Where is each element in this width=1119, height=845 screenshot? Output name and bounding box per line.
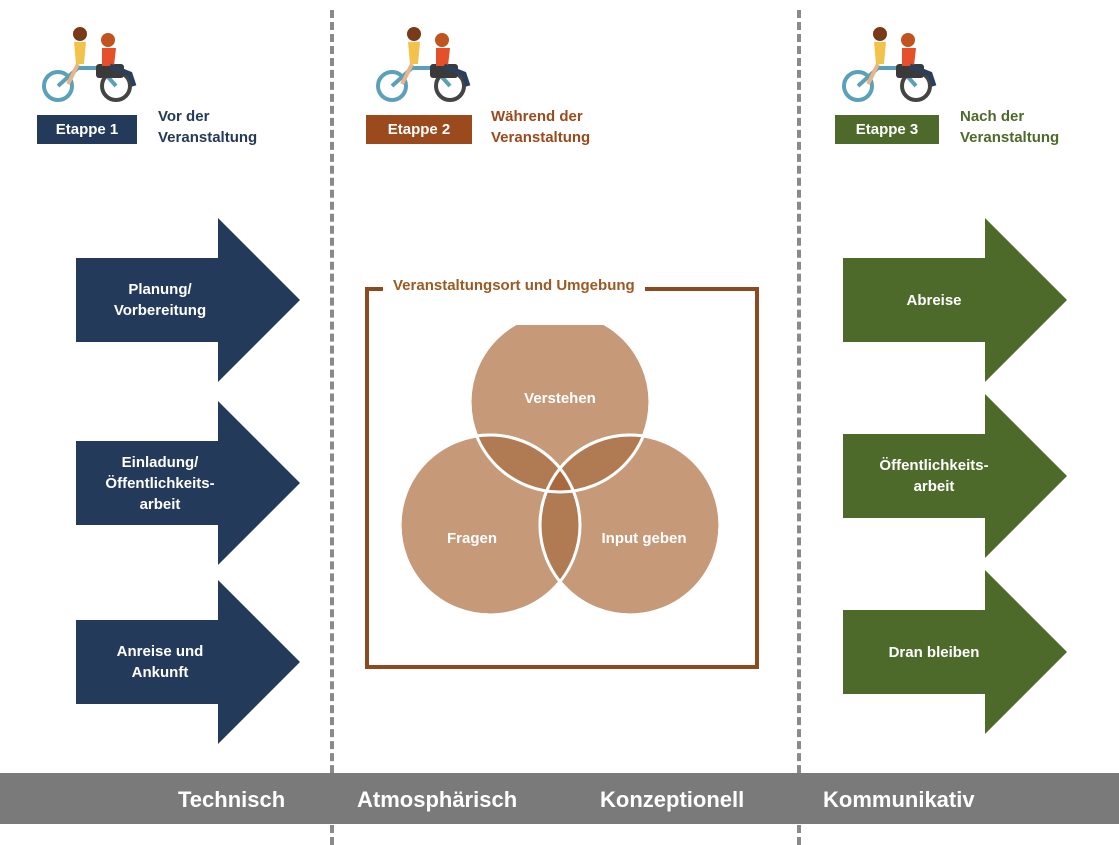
venue-title: Veranstaltungsort und Umgebung — [383, 275, 645, 297]
tandem-bike-icon — [842, 27, 937, 102]
arrow-label: Dran bleiben — [888, 643, 980, 661]
bottom-label-technisch: Technisch — [178, 787, 286, 812]
arrow-abreise: Abreise — [843, 218, 1067, 382]
venn-label-input: Input geben — [601, 530, 687, 547]
divider-left — [330, 10, 334, 845]
bottom-label-konzeptionell: Konzeptionell — [600, 787, 745, 812]
bottom-bar — [0, 773, 1119, 824]
arrow-label: Öffentlichkeits- arbeit — [879, 457, 989, 495]
arrow-oeffentlichkeitsarbeit: Öffentlichkeits- arbeit — [843, 394, 1067, 558]
arrow-einladung: Einladung/ Öffentlichkeits- arbeit — [76, 401, 300, 565]
arrow-label: Abreise — [906, 291, 962, 309]
arrow-dran-bleiben: Dran bleiben — [843, 570, 1067, 734]
bottom-label-kommunikativ: Kommunikativ — [823, 787, 975, 812]
tandem-bike-icon — [42, 27, 137, 102]
etappe-1-badge: Etappe 1 — [37, 115, 137, 144]
etappe-3-badge: Etappe 3 — [835, 115, 939, 144]
venn-label-verstehen: Verstehen — [524, 390, 596, 407]
tandem-bike-icon — [376, 27, 471, 102]
stage-1-label: Vor der Veranstaltung — [158, 108, 258, 146]
bottom-label-atmosphaerisch: Atmosphärisch — [357, 787, 518, 812]
arrow-anreise: Anreise und Ankunft — [76, 580, 300, 744]
arrow-planung: Planung/ Vorbereitung — [76, 218, 300, 382]
stage-2-label: Während der Veranstaltung — [491, 108, 591, 146]
arrow-label: Einladung/ Öffentlichkeits- arbeit — [105, 453, 215, 513]
stage-3-label: Nach der Veranstaltung — [960, 108, 1060, 146]
venn-diagram — [398, 325, 722, 617]
venn-label-fragen: Fragen — [446, 530, 497, 547]
etappe-2-badge: Etappe 2 — [366, 115, 472, 144]
arrow-label: Planung/ Vorbereitung — [113, 281, 207, 319]
arrow-label: Anreise und Ankunft — [116, 643, 204, 681]
divider-right — [797, 10, 801, 845]
